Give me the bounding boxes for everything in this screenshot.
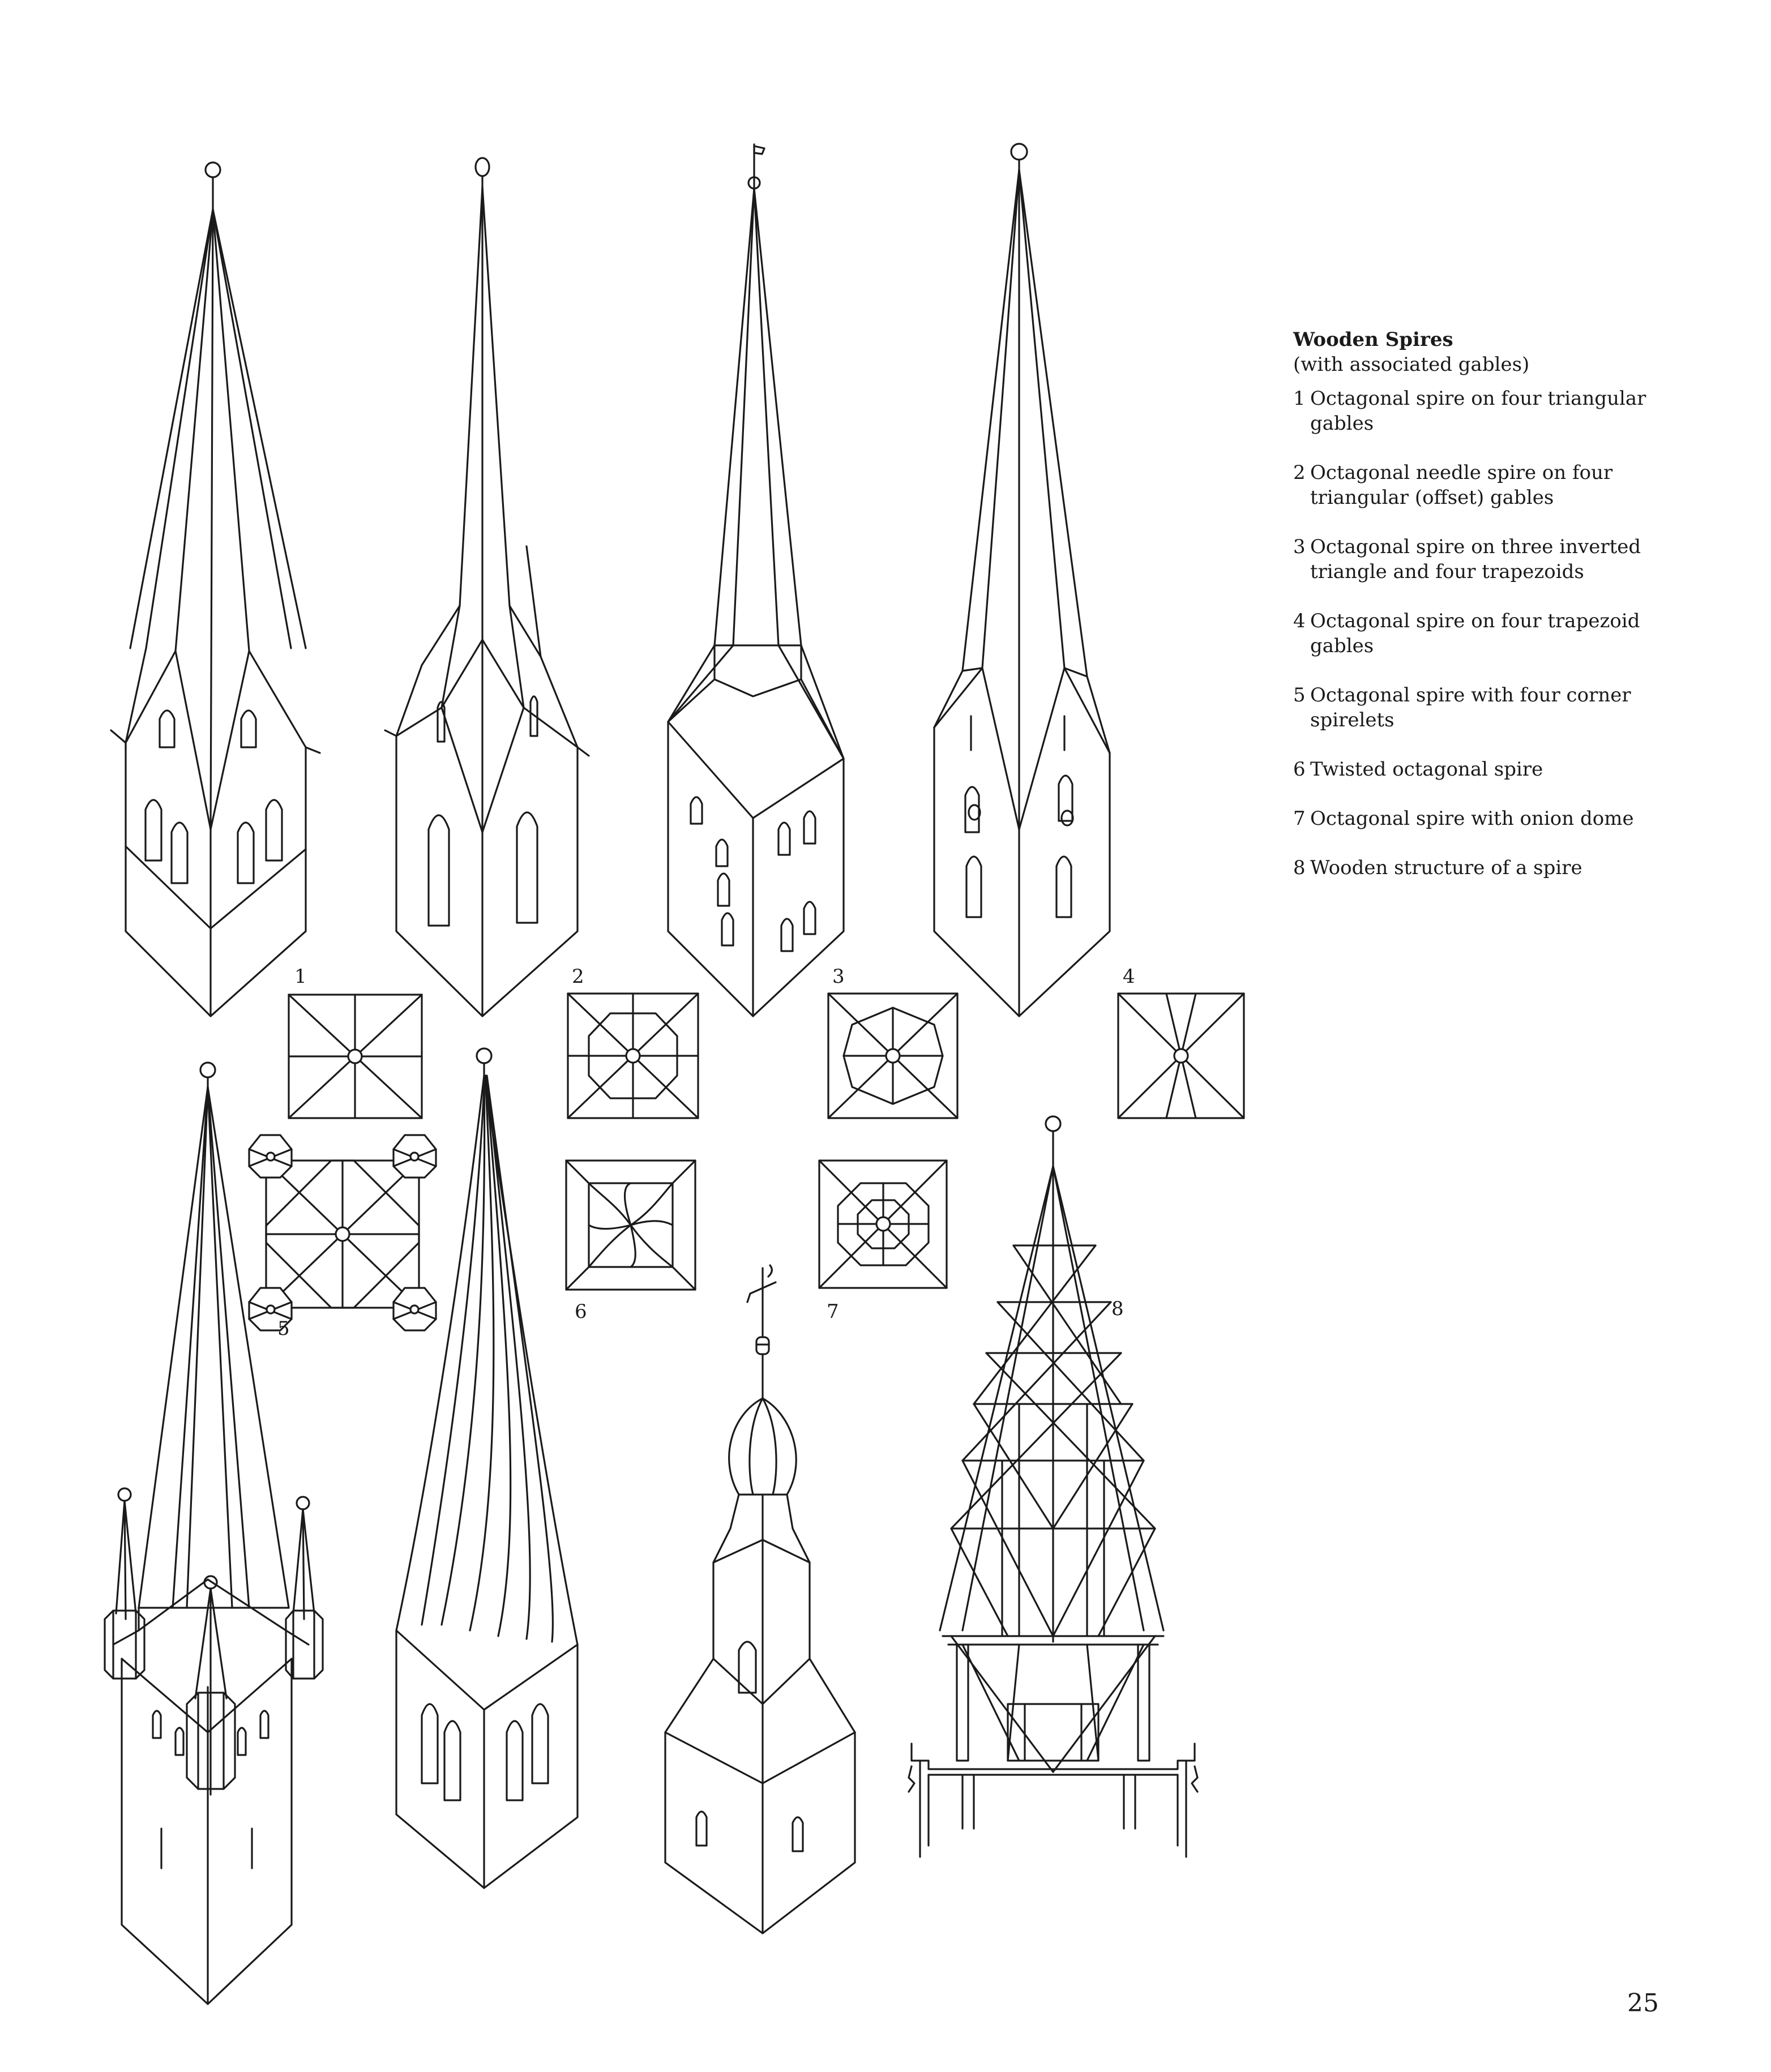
legend-item-text: Wooden structure of a spire (1310, 857, 1582, 879)
legend-item-number: 1 (1293, 387, 1306, 410)
legend-item-number: 3 (1293, 536, 1306, 558)
legend-item-text: Octagonal spire with onion dome (1310, 807, 1634, 830)
spire-3-drawing (667, 143, 845, 1017)
figure-number-8: 8 (1111, 1298, 1124, 1320)
legend-item-number: 2 (1293, 461, 1306, 484)
spire-4-drawing (933, 143, 1111, 1017)
figure-number-6: 6 (575, 1300, 587, 1323)
figure-number-4: 4 (1123, 965, 1135, 988)
plan-7 (818, 1159, 948, 1289)
figure-number-1: 1 (294, 965, 307, 988)
legend-item-number: 6 (1293, 758, 1306, 781)
legend-item-number: 8 (1293, 857, 1306, 879)
legend-item-text: Octagonal spire on three inverted triang… (1310, 536, 1641, 583)
figure-number-7: 7 (827, 1300, 839, 1323)
spire-2-drawing (384, 157, 590, 1017)
spire-1-drawing (110, 161, 321, 1017)
plan-1 (288, 994, 423, 1119)
figure-number-2: 2 (572, 965, 584, 988)
legend-item-number: 5 (1293, 684, 1306, 707)
spire-6-drawing (395, 1047, 579, 1889)
plan-2 (567, 992, 699, 1119)
plan-3 (827, 992, 959, 1119)
legend: Wooden Spires (with associated gables) 1… (1293, 327, 1701, 905)
figure-number-5: 5 (277, 1317, 290, 1340)
figure-number-3: 3 (832, 965, 845, 988)
legend-item-text: Octagonal spire on four triangular gable… (1310, 387, 1646, 435)
plan-5 (248, 1134, 437, 1332)
legend-item-number: 4 (1293, 610, 1306, 632)
legend-item-text: Twisted octagonal spire (1310, 758, 1543, 781)
spire-7-drawing (664, 1264, 856, 1934)
legend-item-number: 7 (1293, 807, 1306, 830)
legend-item-text: Octagonal spire on four trapezoid gables (1310, 610, 1640, 657)
legend-subtitle: (with associated gables) (1293, 353, 1530, 376)
legend-title: Wooden Spires (1293, 328, 1453, 351)
spire-8-drawing (908, 1115, 1199, 1858)
plan-4 (1117, 992, 1245, 1119)
legend-item-text: Octagonal needle spire on four triangula… (1310, 461, 1613, 509)
legend-item-text: Octagonal spire with four corner spirele… (1310, 684, 1631, 731)
plan-6 (565, 1159, 696, 1291)
page-number: 25 (1627, 1989, 1659, 2018)
spire-5-drawing (104, 1061, 324, 2005)
